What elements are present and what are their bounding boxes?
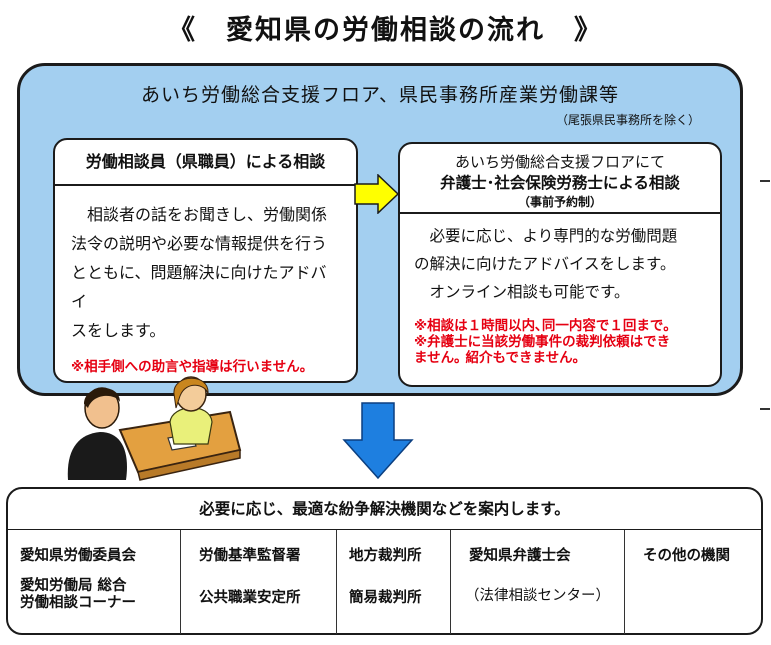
agency-name: 地方裁判所 <box>349 548 422 564</box>
agency-name: （法律相談センター） <box>465 588 610 604</box>
margin-mark <box>760 180 770 182</box>
agency-name: 愛知県労働委員会 <box>20 548 136 564</box>
expert-note: ※相談は１時間以内､同一内容で１回まで｡ <box>414 318 671 334</box>
referral-agencies: 愛知県労働委員会 愛知労働局 総合 労働相談コーナー 労働基準監督署 公共職業安… <box>8 530 761 634</box>
body-line: 法令の説明や必要な情報提供を行う <box>71 234 328 253</box>
heading-line: 弁護士･社会保険労務士による相談 <box>440 174 680 192</box>
body-line: とともに、問題解決に向けたアドバイ <box>71 263 327 311</box>
agency-name: 簡易裁判所 <box>349 590 422 606</box>
agency-column: 愛知県労働委員会 愛知労働局 総合 労働相談コーナー <box>8 530 180 634</box>
right-arrow-icon <box>354 174 400 214</box>
margin-mark <box>760 408 770 410</box>
expert-note: ※弁護士に当該労働事件の裁判依頼はでき <box>414 334 671 350</box>
agency-name-line: 労働相談コーナー <box>20 595 136 611</box>
agency-column: 労働基準監督署 公共職業安定所 <box>180 530 336 634</box>
agency-name: 労働基準監督署 <box>199 548 301 564</box>
consultation-panel: あいち労働総合支援フロア、県民事務所産業労働課等 （尾張県民事務所を除く） 労働… <box>17 63 743 396</box>
reservation-required-label: （事前予約制） <box>517 195 602 209</box>
expert-note: ません｡ 紹介もできません｡ <box>414 350 580 366</box>
heading-line: あいち労働総合支援フロアにて <box>454 153 665 171</box>
staff-consultation-heading: 労働相談員（県職員）による相談 <box>55 140 356 186</box>
body-line: 必要に応じ、より専門的な労働問題 <box>429 227 678 245</box>
body-line: オンライン相談も可能です。 <box>429 283 630 301</box>
body-line: スをします。 <box>71 321 166 340</box>
body-line: の解決に向けたアドバイスをします。 <box>414 255 676 273</box>
body-line: 相談者の話をお聞きし、労働関係 <box>87 205 328 224</box>
staff-consultation-body: 相談者の話をお聞きし、労働関係 法令の説明や必要な情報提供を行う とともに、問題… <box>55 186 356 375</box>
referral-heading: 必要に応じ、最適な紛争解決機関などを案内します。 <box>8 489 761 530</box>
referral-box: 必要に応じ、最適な紛争解決機関などを案内します。 愛知県労働委員会 愛知労働局 … <box>6 487 763 635</box>
agency-name: 愛知県弁護士会 <box>469 548 571 564</box>
page-title: 《 愛知県の労働相談の流れ 》 <box>168 15 603 46</box>
agency-column: 愛知県弁護士会 （法律相談センター） <box>450 530 624 634</box>
expert-consultation-card: あいち労働総合支援フロアにて 弁護士･社会保険労務士による相談 （事前予約制） … <box>398 142 722 387</box>
agency-name: 愛知労働局 総合 労働相談コーナー <box>20 578 136 612</box>
agency-name-line: 愛知労働局 総合 <box>20 578 127 594</box>
agency-name: 公共職業安定所 <box>199 590 301 606</box>
staff-consultation-note: ※相手側への助言や指導は行いません。 <box>71 359 314 375</box>
agency-column: 地方裁判所 簡易裁判所 <box>336 530 450 634</box>
panel-title: あいち労働総合支援フロア、県民事務所産業労働課等 <box>140 84 620 106</box>
staff-consultation-card: 労働相談員（県職員）による相談 相談者の話をお聞きし、労働関係 法令の説明や必要… <box>53 138 358 383</box>
agency-name: その他の機関 <box>643 548 730 564</box>
agency-column: その他の機関 <box>624 530 761 634</box>
expert-consultation-heading: あいち労働総合支援フロアにて 弁護士･社会保険労務士による相談 （事前予約制） <box>400 144 720 214</box>
consultation-illustration <box>67 376 242 481</box>
panel-note: （尾張県民事務所を除く） <box>555 113 700 127</box>
expert-consultation-body: 必要に応じ、より専門的な労働問題 の解決に向けたアドバイスをします。 オンライン… <box>400 214 720 366</box>
down-arrow-icon <box>342 402 414 480</box>
